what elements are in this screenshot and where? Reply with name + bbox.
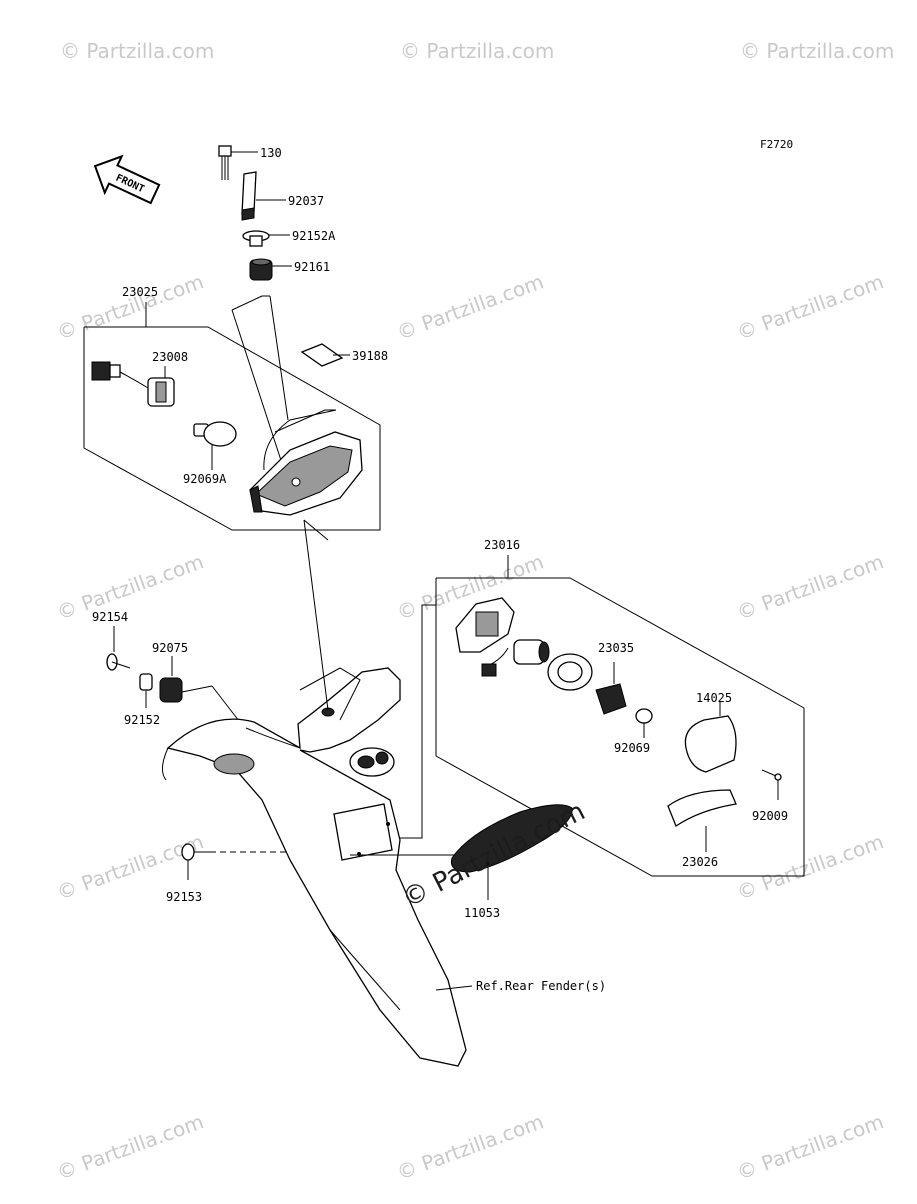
watermark: © Partzilla.com <box>394 1109 547 1184</box>
part-label-92161[interactable]: 92161 <box>294 260 330 274</box>
watermark: © Partzilla.com <box>734 269 887 344</box>
bracket-92037-icon <box>241 171 257 221</box>
figure-code: F2720 <box>760 138 793 151</box>
front-arrow-icon: FRONT <box>93 154 161 205</box>
screw-92153-icon <box>181 843 210 861</box>
socket-23008-icon <box>91 361 175 407</box>
part-label-23026[interactable]: 23026 <box>682 855 718 869</box>
watermark: © Partzilla.com <box>394 269 547 344</box>
part-label-92037[interactable]: 92037 <box>288 194 324 208</box>
watermark: © Partzilla.com <box>54 549 207 624</box>
collar-92152-icon <box>139 673 153 691</box>
part-label-92152A[interactable]: 92152A <box>292 229 336 243</box>
watermark: © Partzilla.com <box>54 269 207 344</box>
watermark: © Partzilla.com <box>734 1109 887 1184</box>
bulb-socket-icon <box>513 639 550 665</box>
bolt-130-icon <box>218 145 232 180</box>
watermark: © Partzilla.com <box>400 39 554 63</box>
part-label-92152[interactable]: 92152 <box>124 713 160 727</box>
watermark: © Partzilla.com <box>54 1109 207 1184</box>
part-label-39188[interactable]: 39188 <box>352 349 388 363</box>
part-label-23025[interactable]: 23025 <box>122 285 158 299</box>
part-label-23008[interactable]: 23008 <box>152 350 188 364</box>
watermark: © Partzilla.com <box>734 829 887 904</box>
watermark: © Partzilla.com <box>734 549 887 624</box>
lens-holder-icon <box>547 653 593 691</box>
tail-light-housing-icon <box>249 409 363 516</box>
assembly-box-23016 <box>435 577 805 877</box>
part-label-14025[interactable]: 14025 <box>696 691 732 705</box>
part-label-92153[interactable]: 92153 <box>166 890 202 904</box>
rear-fender-icon <box>162 667 467 1067</box>
bulb-92069A-icon <box>193 421 237 447</box>
pad-23026-icon <box>667 789 737 827</box>
grommet-92075-icon <box>159 677 183 703</box>
clip-23035-icon <box>595 683 627 715</box>
collar-92152A-icon <box>242 230 270 247</box>
part-label-130[interactable]: 130 <box>260 146 282 160</box>
part-label-23016[interactable]: 23016 <box>484 538 520 552</box>
watermark: © Partzilla.com <box>60 39 214 63</box>
reference-label[interactable]: Ref.Rear Fender(s) <box>476 979 606 993</box>
part-label-23035[interactable]: 23035 <box>598 641 634 655</box>
grommet-92161-icon <box>249 258 273 281</box>
bulb-92069-icon <box>635 708 653 724</box>
pad-11053-icon <box>450 804 573 873</box>
part-label-92075[interactable]: 92075 <box>152 641 188 655</box>
part-label-92069A[interactable]: 92069A <box>183 472 227 486</box>
part-label-92009[interactable]: 92009 <box>752 809 788 823</box>
bolt-92154-icon <box>106 653 131 671</box>
part-label-92154[interactable]: 92154 <box>92 610 128 624</box>
screw-92009-icon <box>761 769 782 781</box>
assembly-box-23025 <box>83 326 381 531</box>
turn-signal-base-icon <box>455 597 515 677</box>
part-label-11053[interactable]: 11053 <box>464 906 500 920</box>
part-label-92069[interactable]: 92069 <box>614 741 650 755</box>
lens-14025-icon <box>684 715 737 773</box>
watermark: © Partzilla.com <box>740 39 894 63</box>
label-39188-icon <box>300 343 344 367</box>
